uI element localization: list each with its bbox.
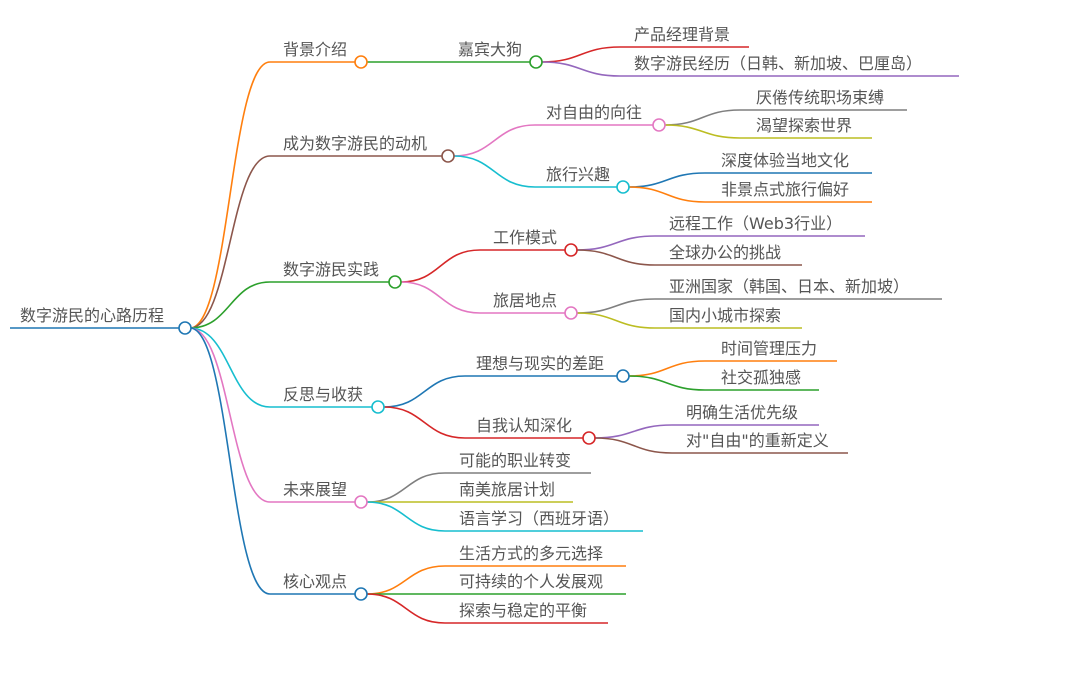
leaf-node-label[interactable]: 语言学习（西班牙语） [459, 509, 619, 528]
root-node-toggle[interactable] [178, 321, 192, 335]
leaf-node-label[interactable]: 可持续的个人发展观 [459, 572, 603, 591]
leaf-node-label[interactable]: 渴望探索世界 [756, 116, 852, 135]
branch-node-toggle[interactable] [354, 587, 368, 601]
leaf-node-label[interactable]: 社交孤独感 [721, 368, 801, 387]
leaf-node-label[interactable]: 时间管理压力 [721, 339, 817, 358]
branch-connector [189, 327, 271, 408]
branch-node-label[interactable]: 数字游民实践 [283, 260, 379, 279]
branch-connector [541, 46, 621, 63]
branch-connector [189, 155, 271, 329]
subbranch-connector [400, 249, 481, 283]
branch-connector [594, 424, 673, 439]
leaf-node-label[interactable]: 明确生活优先级 [686, 403, 798, 422]
leaf-node-label[interactable]: 生活方式的多元选择 [459, 544, 603, 563]
branch-connector [576, 312, 656, 329]
subbranch-node-label[interactable]: 工作模式 [493, 228, 557, 247]
leaf-node-label[interactable]: 亚洲国家（韩国、日本、新加坡） [669, 277, 909, 296]
branch-connector [628, 186, 706, 203]
subbranch-node-toggle[interactable] [529, 55, 543, 69]
root-node-label[interactable]: 数字游民的心路历程 [20, 306, 164, 325]
branch-connector [366, 593, 446, 624]
branch-node-label[interactable]: 成为数字游民的动机 [283, 134, 427, 153]
branch-node-toggle[interactable] [354, 495, 368, 509]
branch-connector [189, 327, 271, 503]
subbranch-connector [453, 124, 536, 157]
subbranch-node-toggle[interactable] [652, 118, 666, 132]
branch-connector [541, 61, 621, 77]
branch-node-toggle[interactable] [354, 55, 368, 69]
leaf-node-label[interactable]: 国内小城市探索 [669, 306, 781, 325]
leaf-node-label[interactable]: 产品经理背景 [634, 25, 730, 44]
branch-connector [366, 565, 446, 595]
subbranch-node-label[interactable]: 对自由的向往 [546, 103, 642, 122]
subbranch-node-label[interactable]: 自我认知深化 [476, 416, 572, 435]
leaf-node-label[interactable]: 深度体验当地文化 [721, 151, 849, 170]
branch-node-label[interactable]: 反思与收获 [283, 385, 363, 404]
branch-connector [576, 235, 656, 251]
branch-node-label[interactable]: 背景介绍 [283, 40, 347, 59]
leaf-node-label[interactable]: 厌倦传统职场束缚 [756, 88, 884, 107]
branch-connector [366, 501, 446, 532]
leaf-node-label[interactable]: 全球办公的挑战 [669, 243, 781, 262]
subbranch-node-label[interactable]: 嘉宾大狗 [458, 40, 522, 59]
subbranch-node-toggle[interactable] [616, 369, 630, 383]
branch-node-toggle[interactable] [371, 400, 385, 414]
subbranch-connector [383, 406, 466, 439]
leaf-node-label[interactable]: 可能的职业转变 [459, 451, 571, 470]
leaf-node-label[interactable]: 远程工作（Web3行业） [669, 214, 842, 233]
branch-node-toggle[interactable] [388, 275, 402, 289]
subbranch-node-toggle[interactable] [564, 243, 578, 257]
subbranch-node-toggle[interactable] [616, 180, 630, 194]
branch-connector [594, 437, 673, 454]
branch-connector [189, 61, 271, 329]
branch-connector [628, 360, 706, 377]
branch-connector [189, 281, 271, 329]
subbranch-node-label[interactable]: 旅行兴趣 [546, 165, 610, 184]
subbranch-connector [383, 375, 466, 408]
branch-connector [366, 472, 446, 503]
leaf-node-label[interactable]: 非景点式旅行偏好 [721, 180, 849, 199]
branch-connector [189, 327, 271, 595]
leaf-node-label[interactable]: 南美旅居计划 [459, 480, 555, 499]
branch-node-label[interactable]: 未来展望 [283, 480, 347, 499]
leaf-node-label[interactable]: 对"自由"的重新定义 [686, 431, 829, 450]
subbranch-node-label[interactable]: 旅居地点 [493, 291, 557, 310]
branch-connector [576, 249, 656, 266]
branch-node-toggle[interactable] [441, 149, 455, 163]
subbranch-connector [453, 155, 536, 188]
branch-connector [664, 109, 741, 126]
subbranch-node-label[interactable]: 理想与现实的差距 [476, 354, 604, 373]
branch-connector [628, 375, 706, 391]
branch-connector [576, 298, 656, 314]
subbranch-connector [400, 281, 481, 314]
subbranch-node-toggle[interactable] [582, 431, 596, 445]
branch-node-label[interactable]: 核心观点 [283, 572, 347, 591]
subbranch-node-toggle[interactable] [564, 306, 578, 320]
leaf-node-label[interactable]: 探索与稳定的平衡 [459, 601, 587, 620]
leaf-node-label[interactable]: 数字游民经历（日韩、新加坡、巴厘岛） [634, 54, 922, 73]
branch-connector [628, 172, 706, 188]
branch-connector [664, 124, 741, 139]
